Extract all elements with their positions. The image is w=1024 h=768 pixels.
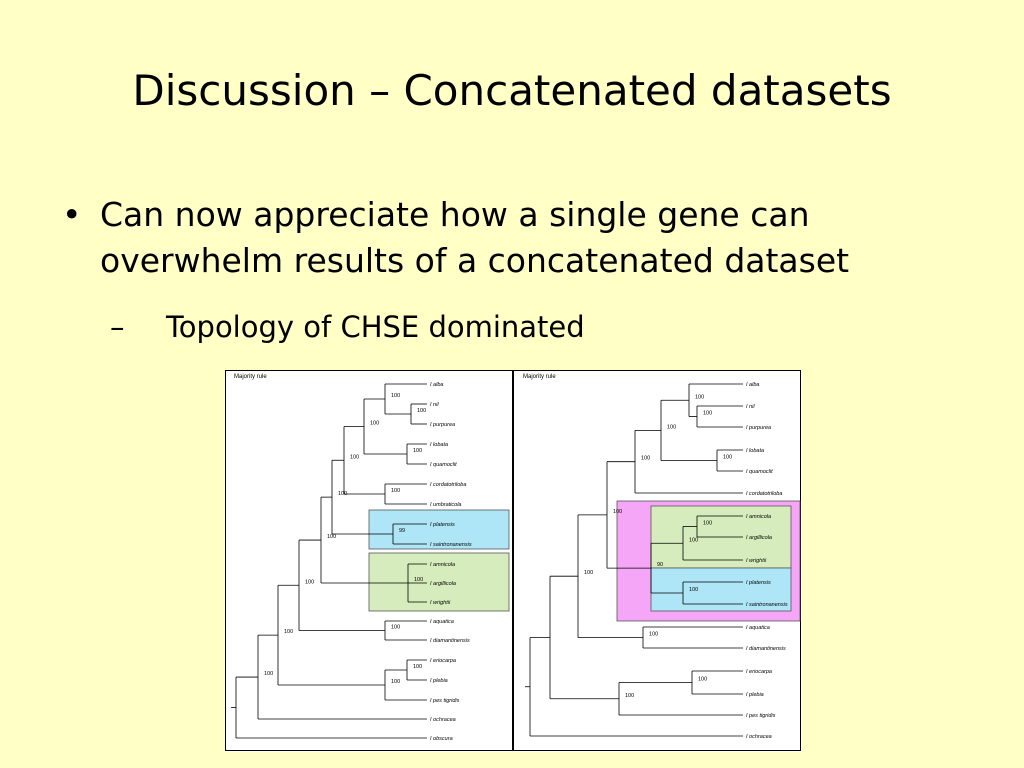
taxon-label: I quamoclit — [430, 462, 457, 468]
support-value: 100 — [667, 424, 676, 430]
taxon-label: I pes tigridis — [746, 713, 776, 719]
taxon-label: I diamantinensis — [430, 638, 470, 644]
support-value: 100 — [414, 577, 423, 583]
taxon-label: I purpurea — [430, 422, 455, 428]
taxon-label: I umbraticola — [430, 502, 462, 508]
taxon-label: I amnicola — [746, 514, 771, 520]
taxon-label: I platensis — [746, 580, 771, 586]
support-value: 100 — [723, 455, 732, 461]
support-value: 100 — [703, 411, 712, 417]
taxon-label: I lobata — [430, 442, 448, 448]
taxon-label: I eriocarpa — [746, 669, 772, 675]
left-green-highlight — [368, 552, 510, 612]
taxon-label: I saintronanensis — [746, 602, 788, 608]
support-value: 100 — [327, 534, 336, 540]
taxon-label: I alba — [746, 382, 759, 388]
taxon-label: I amnicola — [430, 562, 455, 568]
support-value: 100 — [417, 408, 426, 414]
support-value: 100 — [391, 679, 400, 685]
support-value: 100 — [305, 579, 314, 585]
sub-bullet-text: Topology of CHSE dominated — [166, 310, 585, 344]
right-tree: I alba I nil I purpurea I lobata I quamoclit… — [525, 382, 788, 740]
right-tree-title: Majority rule — [523, 374, 556, 380]
support-value: 100 — [413, 664, 422, 670]
taxon-label: I lobata — [746, 448, 764, 454]
support-value: 99 — [399, 528, 405, 534]
taxon-label: I diamantinensis — [746, 646, 786, 652]
taxon-label: I plebia — [430, 678, 448, 684]
taxon-label: I obscura — [430, 736, 453, 742]
left-tree: I alba I nil I purpurea I lobata I quamoclit… — [231, 382, 472, 742]
taxon-label: I nil — [430, 402, 439, 408]
support-value: 100 — [641, 456, 650, 462]
support-value: 100 — [391, 625, 400, 631]
taxon-label: I plebia — [746, 692, 764, 698]
taxon-label: I argillicola — [746, 535, 772, 541]
support-value: 100 — [703, 521, 712, 527]
taxon-label: I ochracea — [746, 734, 772, 740]
support-value: 100 — [391, 393, 400, 399]
support-value: 100 — [284, 629, 293, 635]
taxon-label: I ochracea — [430, 717, 456, 723]
taxon-label: I platensis — [430, 522, 455, 528]
support-value: 100 — [264, 671, 273, 677]
taxon-label: I cordatotriloba — [746, 491, 782, 497]
sub-bullet-marker: – — [110, 310, 125, 344]
taxon-label: I aquatica — [746, 625, 770, 631]
support-value: 100 — [625, 693, 634, 699]
support-value: 90 — [657, 562, 663, 568]
taxon-label: I argillicola — [430, 581, 456, 587]
support-value: 100 — [695, 394, 704, 400]
slide-title: Discussion – Concatenated datasets — [132, 66, 892, 115]
bullet-text: Can now appreciate how a single gene can… — [100, 195, 850, 280]
support-value: 100 — [338, 491, 347, 497]
support-value: 100 — [689, 587, 698, 593]
left-tree-title: Majority rule — [234, 374, 267, 380]
support-value: 100 — [613, 509, 622, 515]
taxon-label: I aquatica — [430, 619, 454, 625]
taxon-label: I wrightii — [430, 600, 451, 606]
taxon-label: I saintronanensis — [430, 542, 472, 548]
taxon-label: I eriocarpa — [430, 658, 456, 664]
left-blue-highlight — [368, 509, 510, 550]
taxon-label: I wrightii — [746, 558, 767, 564]
support-value: 100 — [689, 537, 698, 543]
support-value: 100 — [350, 454, 359, 460]
support-value: 100 — [649, 632, 658, 638]
support-value: 100 — [584, 570, 593, 576]
support-value: 100 — [698, 677, 707, 683]
bullet-marker: • — [62, 195, 82, 234]
taxon-label: I cordatotriloba — [430, 482, 466, 488]
taxon-label: I purpurea — [746, 425, 771, 431]
taxon-label: I pes tigridis — [430, 698, 460, 704]
taxon-label: I alba — [430, 382, 443, 388]
support-value: 100 — [391, 488, 400, 494]
support-value: 100 — [413, 448, 422, 454]
taxon-label: I nil — [746, 404, 755, 410]
taxon-label: I quamoclit — [746, 469, 773, 475]
support-value: 100 — [370, 421, 379, 427]
